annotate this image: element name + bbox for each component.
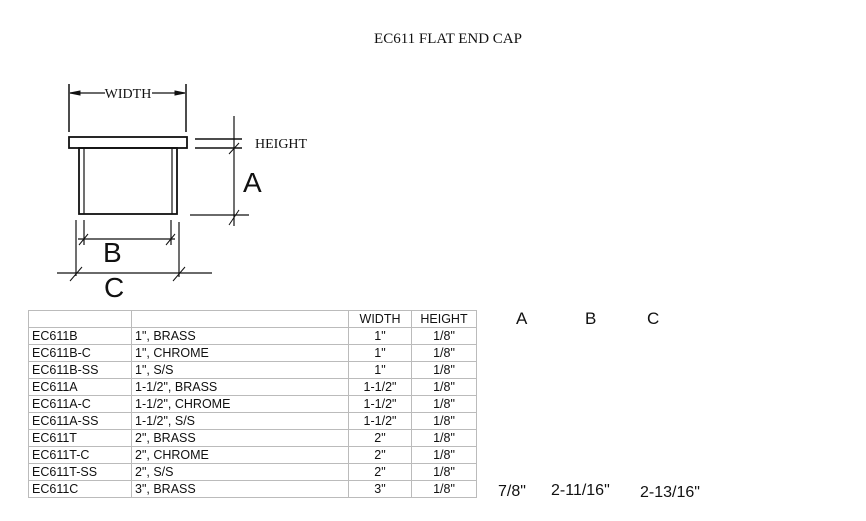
description: 2", CHROME: [131, 446, 349, 464]
description: 1", BRASS: [131, 327, 349, 345]
description: 3", BRASS: [131, 480, 349, 498]
height-value: 1/8": [411, 395, 477, 413]
tick: [228, 209, 240, 226]
width-value: 1": [348, 361, 412, 379]
part-number: EC611A-SS: [28, 412, 132, 430]
b-label: B: [103, 237, 122, 268]
part-number: EC611T-C: [28, 446, 132, 464]
height-value: 1/8": [411, 429, 477, 447]
part-number: EC611B: [28, 327, 132, 345]
dim-header-c: C: [647, 309, 660, 328]
height-value: 1/8": [411, 463, 477, 481]
description: 1-1/2", CHROME: [131, 395, 349, 413]
part-number: EC611A: [28, 378, 132, 396]
part-number: EC611C: [28, 480, 132, 498]
height-label: HEIGHT: [255, 137, 308, 152]
height-value: 1/8": [411, 480, 477, 498]
width-label: WIDTH: [105, 87, 152, 102]
description: 1-1/2", S/S: [131, 412, 349, 430]
cap-body: [78, 147, 178, 215]
description: 2", BRASS: [131, 429, 349, 447]
tick: [165, 233, 176, 246]
width-value: 2": [348, 429, 412, 447]
height-value: 1/8": [411, 412, 477, 430]
width-value: 1": [348, 327, 412, 345]
part-number: EC611B-SS: [28, 361, 132, 379]
description: 2", S/S: [131, 463, 349, 481]
dim-value-b: 2-11/16": [551, 482, 610, 499]
height-value: 1/8": [411, 344, 477, 362]
description: 1", CHROME: [131, 344, 349, 362]
dim-header-a: A: [516, 309, 528, 328]
width-value: 1-1/2": [348, 395, 412, 413]
tick: [69, 266, 83, 282]
width-value: 1": [348, 344, 412, 362]
dim-value-c: 2-13/16": [640, 484, 700, 501]
table-header-row: WIDTH HEIGHT: [28, 310, 477, 328]
tick: [172, 266, 186, 282]
cap-flange: [68, 136, 188, 149]
width-value: 1-1/2": [348, 378, 412, 396]
c-label: C: [104, 272, 124, 303]
part-number: EC611B-C: [28, 344, 132, 362]
width-value: 2": [348, 463, 412, 481]
arrow-right-icon: [174, 90, 186, 96]
page-title: EC611 FLAT END CAP: [374, 31, 522, 47]
dim-value-a: 7/8": [498, 483, 526, 500]
width-value: 1-1/2": [348, 412, 412, 430]
width-value: 2": [348, 446, 412, 464]
arrow-left-icon: [69, 90, 81, 96]
header-width: WIDTH: [348, 310, 412, 328]
part-number: EC611T-SS: [28, 463, 132, 481]
height-value: 1/8": [411, 327, 477, 345]
tick: [228, 142, 240, 155]
description: 1", S/S: [131, 361, 349, 379]
description: 1-1/2", BRASS: [131, 378, 349, 396]
height-value: 1/8": [411, 361, 477, 379]
header-cell: [131, 310, 349, 328]
dim-header-b: B: [585, 309, 597, 328]
part-number: EC611A-C: [28, 395, 132, 413]
header-height: HEIGHT: [411, 310, 477, 328]
a-label: A: [243, 167, 262, 198]
tick: [78, 233, 89, 246]
header-cell: [28, 310, 132, 328]
width-value: 3": [348, 480, 412, 498]
part-number: EC611T: [28, 429, 132, 447]
height-value: 1/8": [411, 378, 477, 396]
height-value: 1/8": [411, 446, 477, 464]
